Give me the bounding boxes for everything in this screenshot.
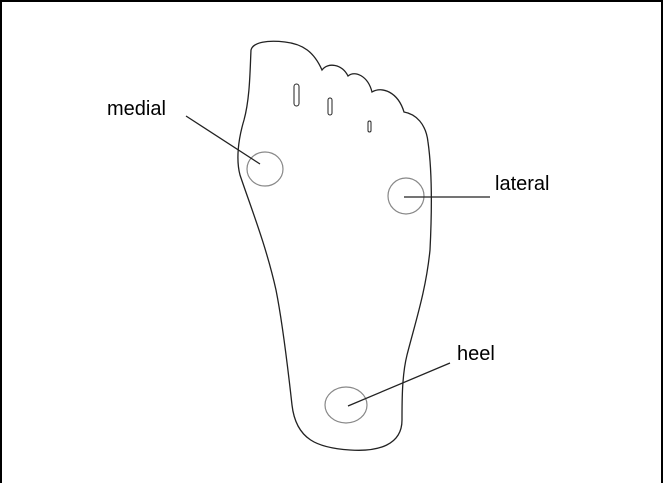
toe-mark bbox=[328, 98, 332, 115]
heel-label: heel bbox=[457, 343, 495, 365]
medial-sensor bbox=[247, 152, 283, 186]
medial-leader bbox=[186, 116, 260, 164]
toe-mark bbox=[294, 84, 299, 106]
heel-leader bbox=[348, 363, 450, 406]
foot-outline bbox=[238, 41, 431, 450]
heel-sensor bbox=[325, 387, 367, 423]
lateral-label: lateral bbox=[495, 173, 549, 195]
toe-mark bbox=[368, 121, 371, 132]
lateral-sensor bbox=[388, 178, 424, 214]
medial-label: medial bbox=[107, 98, 166, 120]
